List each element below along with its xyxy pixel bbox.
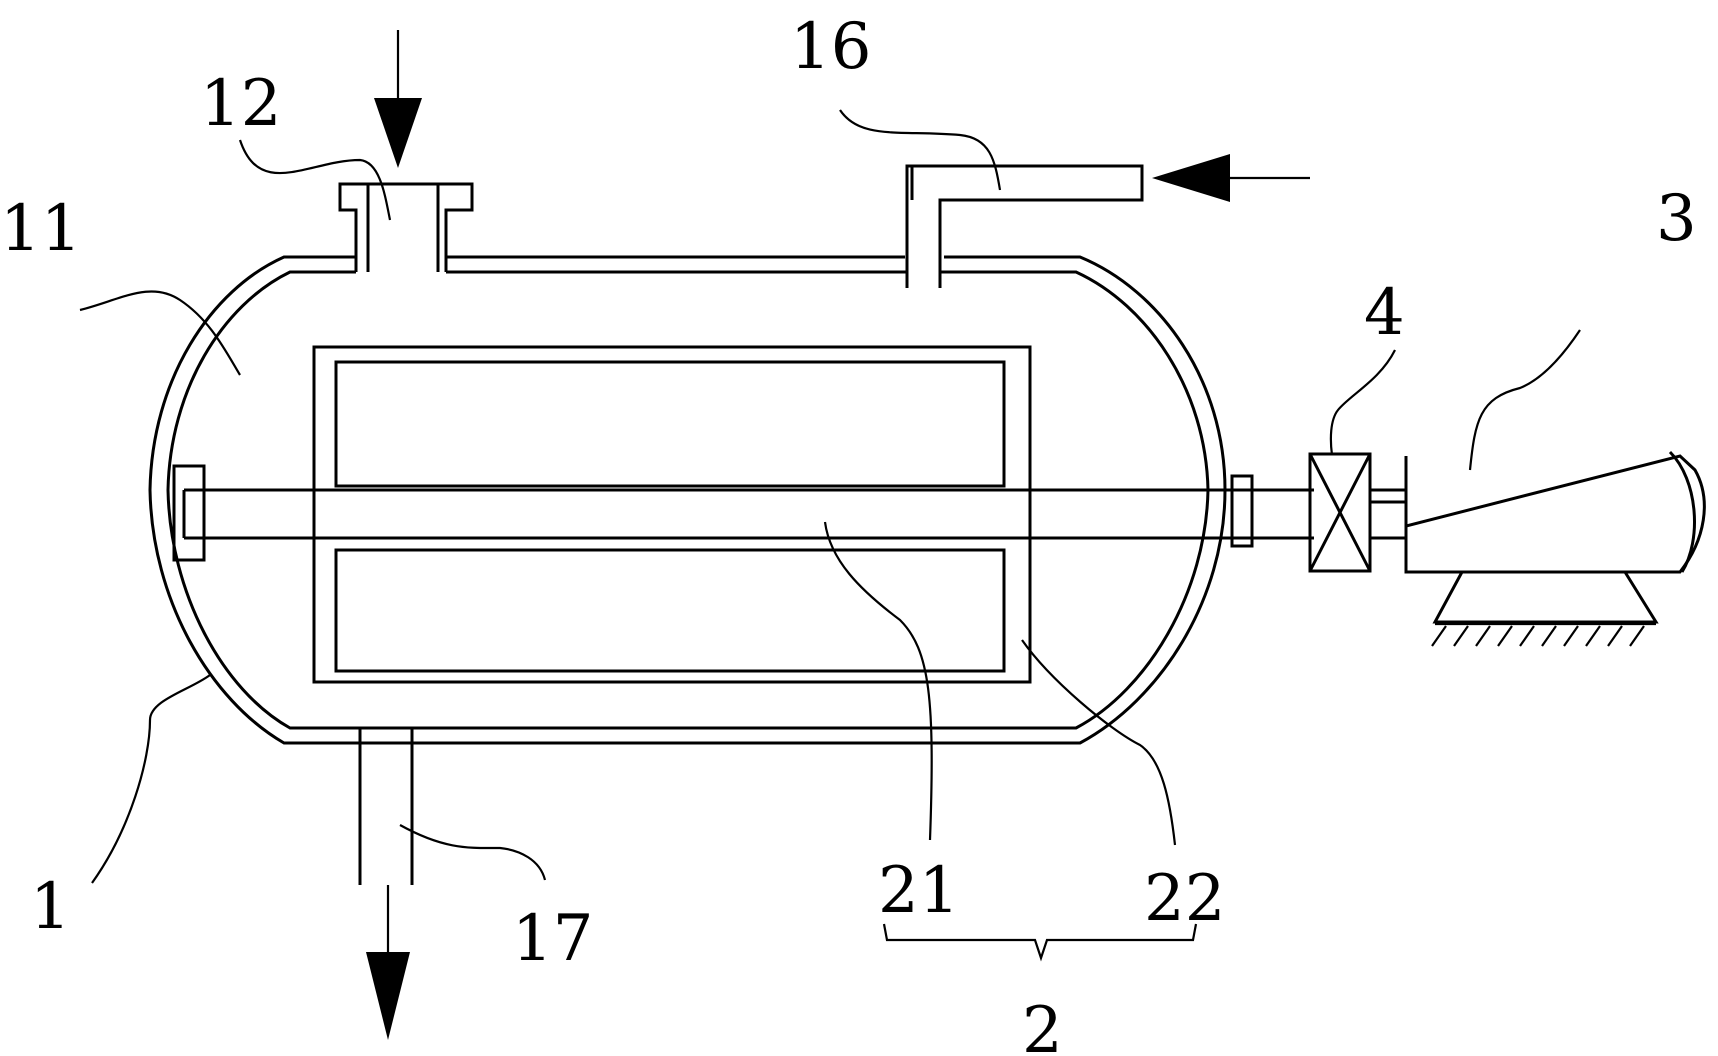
tank-body xyxy=(148,255,1227,745)
drum-upper-chamber xyxy=(334,360,1006,488)
inlet-nozzle-left-flange xyxy=(338,182,370,272)
label-16: 16 xyxy=(790,10,871,84)
tank-outer-wall xyxy=(148,255,1227,745)
inlet-nozzle xyxy=(338,182,474,272)
feed-arrow-icon xyxy=(1152,154,1310,202)
inlet-arrow-icon xyxy=(374,30,422,168)
leader-lines xyxy=(79,109,1581,884)
right-bearing xyxy=(1230,474,1254,548)
label-1: 1 xyxy=(30,870,71,944)
feed-pipe-outline xyxy=(905,164,1144,288)
label-21: 21 xyxy=(878,854,959,928)
drum-frame xyxy=(312,345,1032,684)
group-bracket xyxy=(882,923,1198,962)
drum-assembly xyxy=(312,345,1032,684)
ground-hatch-icon xyxy=(1431,622,1656,647)
coupling-valve xyxy=(1308,452,1408,573)
drum-lower-chamber xyxy=(334,548,1006,673)
motor-base xyxy=(1432,571,1659,624)
label-3: 3 xyxy=(1656,182,1697,256)
motor xyxy=(1370,450,1706,647)
label-22: 22 xyxy=(1144,862,1225,936)
label-4: 4 xyxy=(1364,276,1405,350)
label-2: 2 xyxy=(1022,994,1063,1056)
label-11: 11 xyxy=(0,192,81,266)
outlet-arrow-icon xyxy=(366,885,410,1040)
label-12: 12 xyxy=(200,67,281,141)
shaft xyxy=(172,464,1314,562)
feed-pipe xyxy=(905,164,1144,288)
left-bearing xyxy=(172,464,206,562)
inlet-nozzle-right-flange xyxy=(436,182,474,272)
outlet-pipe xyxy=(358,728,414,885)
tank-inner-wall xyxy=(166,270,1210,730)
motor-housing xyxy=(1370,454,1706,574)
label-17: 17 xyxy=(512,902,593,976)
